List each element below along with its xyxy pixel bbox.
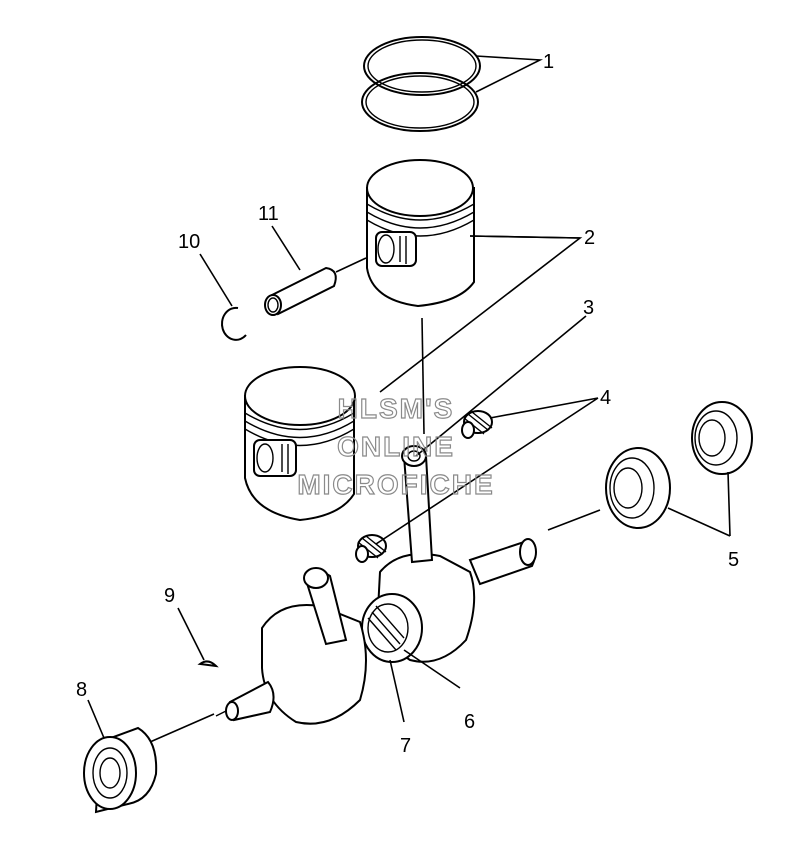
circlip bbox=[221, 306, 247, 341]
woodruff-key bbox=[197, 660, 219, 668]
watermark-line-2: ONLINE bbox=[337, 431, 455, 462]
callout-5: 5 bbox=[728, 549, 739, 571]
callout-1: 1 bbox=[543, 51, 554, 73]
watermark: HLSM'S ONLINE MICROFICHE bbox=[297, 392, 494, 500]
needle-bearing-lower bbox=[355, 534, 387, 563]
connecting-rod bbox=[402, 449, 434, 564]
piston-lower bbox=[244, 366, 356, 522]
callout-9: 9 bbox=[164, 585, 175, 607]
callouts: 1 2 3 4 5 6 7 8 9 10 11 bbox=[76, 51, 739, 757]
callout-3: 3 bbox=[583, 297, 594, 319]
leader-lines bbox=[87, 55, 731, 743]
main-bearing-large bbox=[605, 447, 671, 529]
callout-8: 8 bbox=[76, 679, 87, 701]
main-bearing-small bbox=[691, 401, 753, 475]
watermark-line-1: HLSM'S bbox=[338, 393, 455, 424]
needle-bearing-upper bbox=[461, 410, 493, 439]
watermark-line-3: MICROFICHE bbox=[297, 469, 494, 500]
callout-4: 4 bbox=[600, 387, 611, 409]
callout-2: 2 bbox=[584, 227, 595, 249]
callout-11: 11 bbox=[258, 203, 279, 225]
crankshaft-assembly bbox=[215, 445, 537, 725]
callout-6: 6 bbox=[464, 711, 475, 733]
callout-10: 10 bbox=[178, 231, 200, 253]
callout-7: 7 bbox=[400, 735, 411, 757]
wrist-pin bbox=[264, 266, 337, 316]
piston-rings bbox=[361, 36, 481, 132]
end-bearing bbox=[83, 726, 158, 814]
piston-upper bbox=[366, 159, 475, 308]
